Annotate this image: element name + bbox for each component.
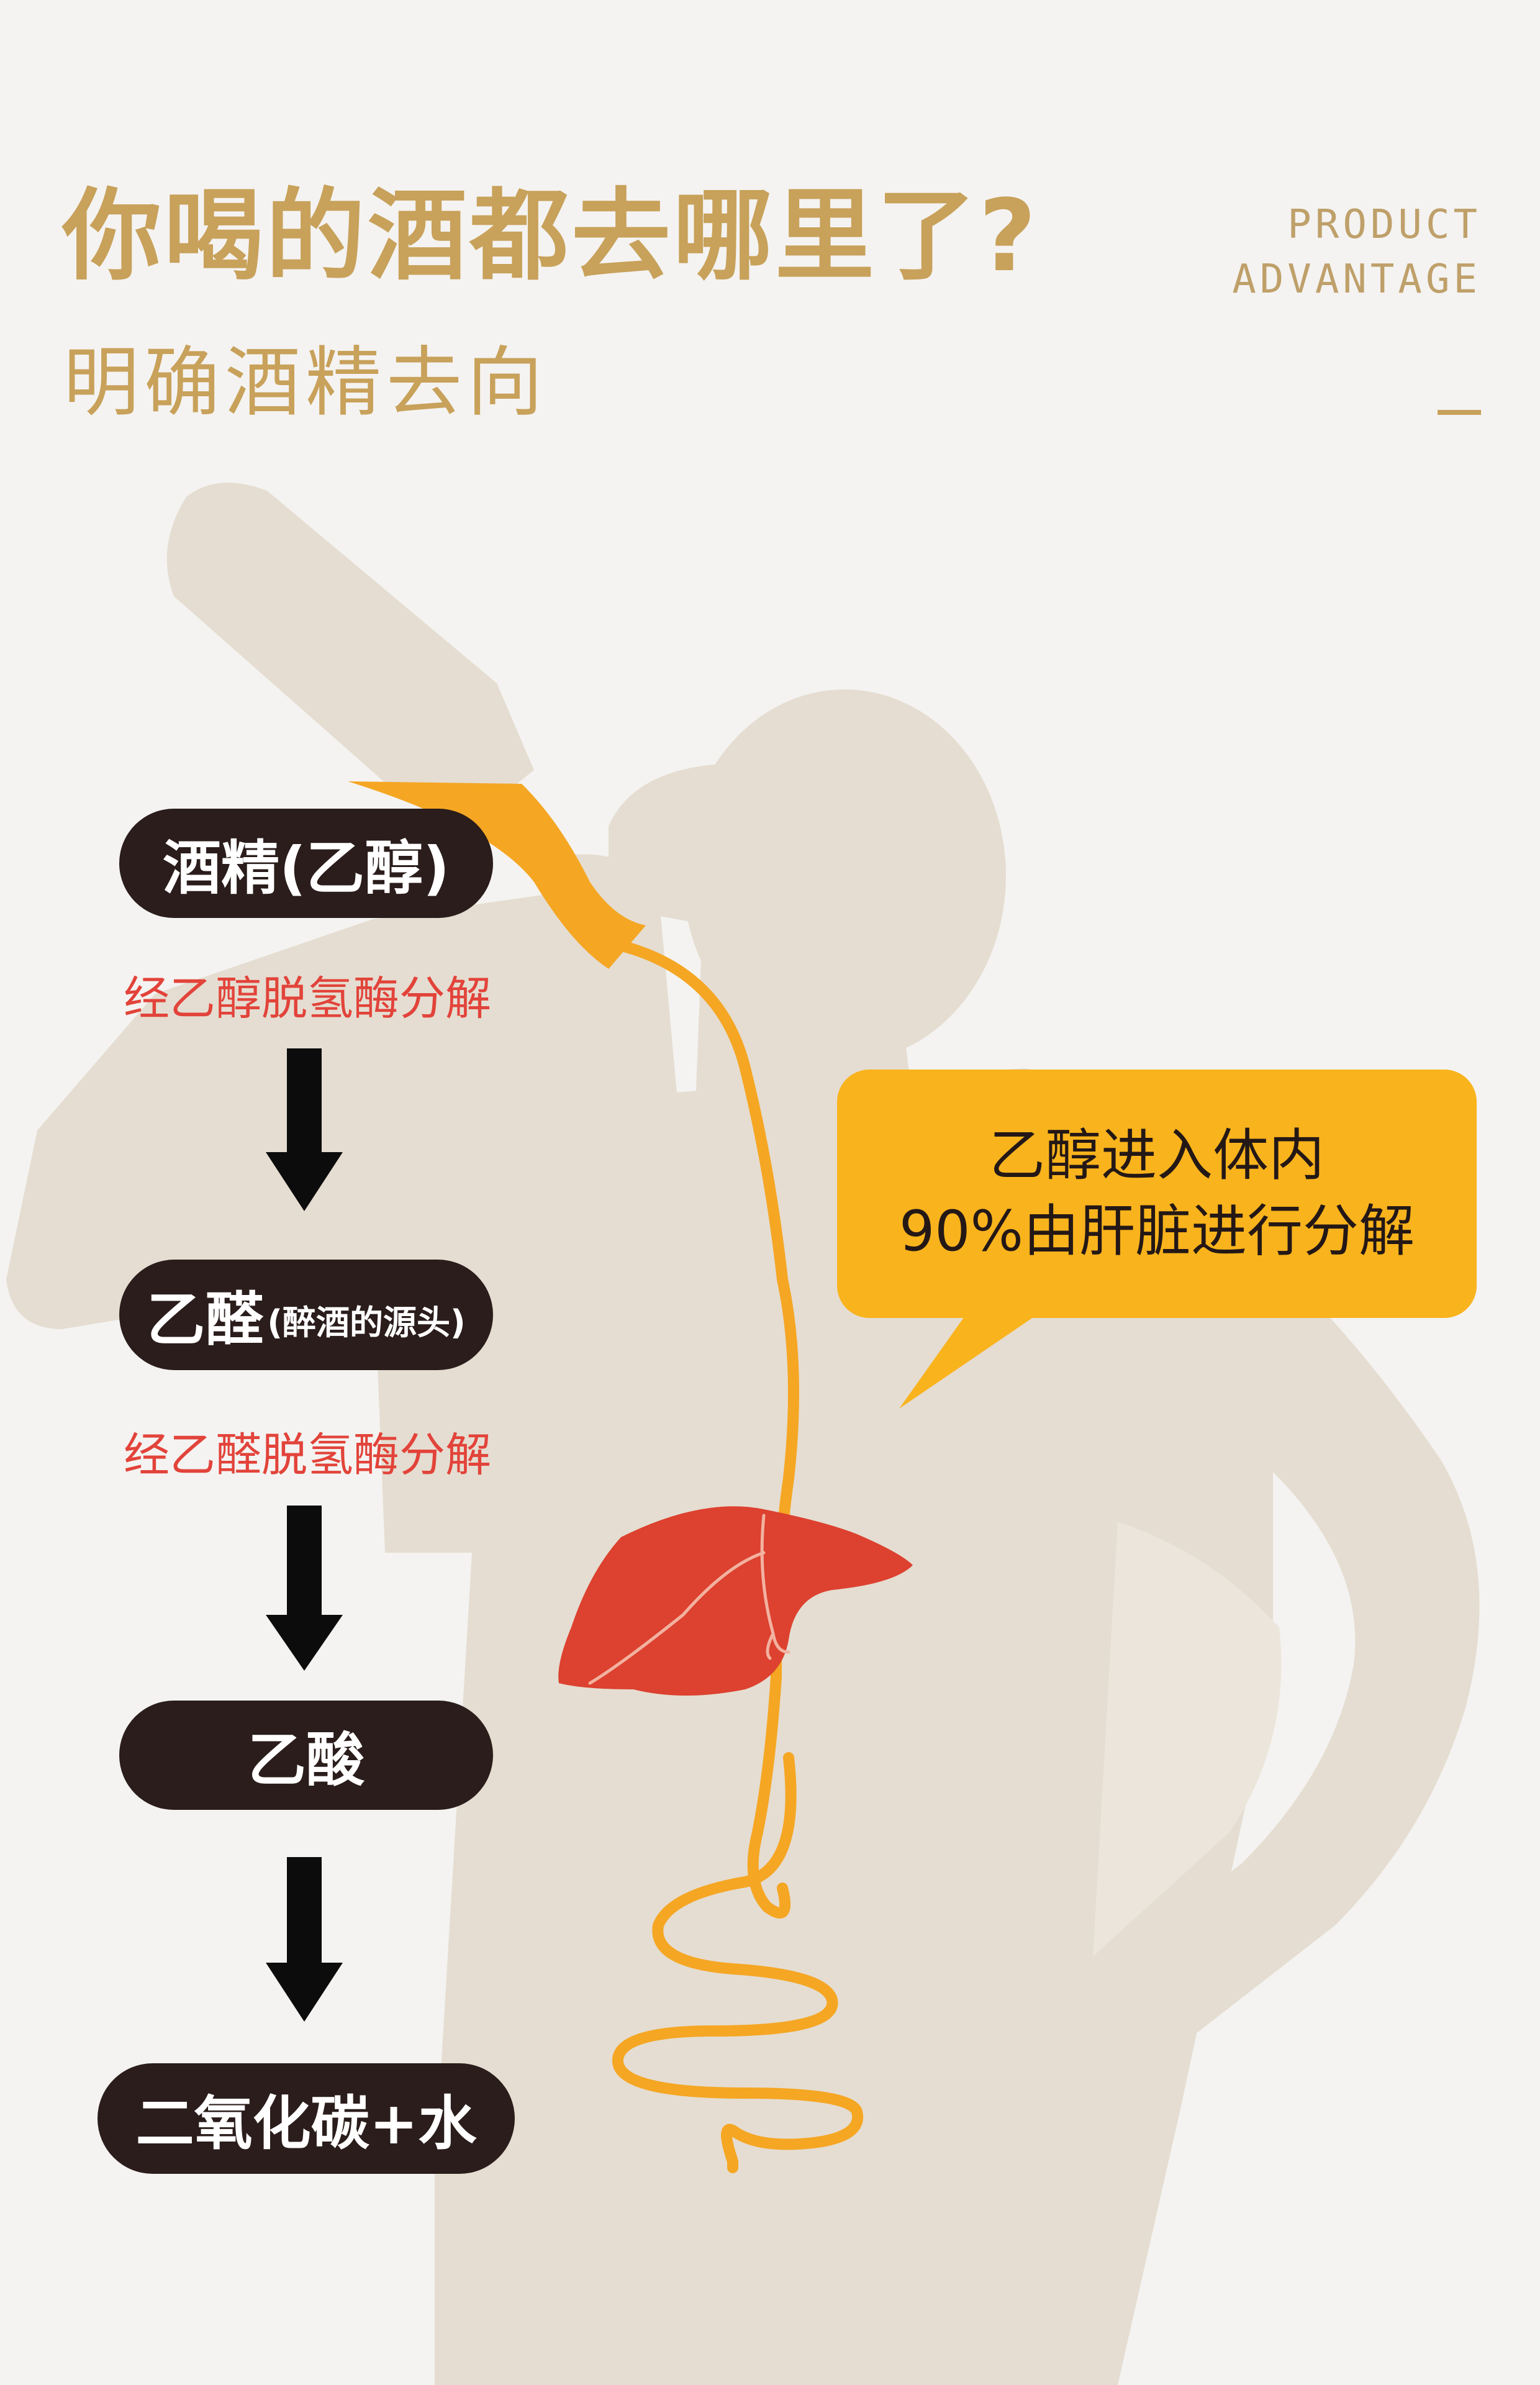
step-acetic-acid-label: 乙酸 bbox=[247, 1727, 365, 1794]
alcohol-stream bbox=[348, 781, 646, 969]
digestive-tract-line bbox=[609, 938, 799, 1919]
callout-tail bbox=[899, 1311, 1043, 1409]
intestine-coil bbox=[612, 1752, 864, 2173]
tag-divider bbox=[1438, 410, 1481, 415]
step-carbon-dioxide-water-label: 二氧化碳+水 bbox=[135, 2090, 477, 2158]
liver-callout: 乙醇进入体内 90%由肝脏进行分解 bbox=[837, 1070, 1477, 1318]
product-advantage-tag: PRODUCT ADVANTAGE bbox=[1232, 198, 1481, 307]
arrow-down-icon bbox=[266, 1506, 343, 1671]
enzyme-alcohol-dehydrogenase: 经乙醇脱氢酶分解 bbox=[124, 972, 491, 1025]
step-acetaldehyde-label: 乙醛 bbox=[147, 1286, 264, 1354]
step-ethanol-label: 酒精(乙醇) bbox=[163, 835, 450, 902]
callout-line2: 90%由肝脏进行分解 bbox=[899, 1199, 1415, 1264]
enzyme-aldehyde-dehydrogenase: 经乙醛脱氢酶分解 bbox=[124, 1429, 491, 1482]
silhouette-shading bbox=[1093, 1522, 1282, 1956]
step-acetaldehyde-note: (醉酒的源头) bbox=[267, 1303, 466, 1342]
step-acetic-acid: 乙酸 bbox=[119, 1701, 493, 1810]
arrow-down-icon bbox=[266, 1048, 343, 1211]
page-subtitle: 明确酒精去向 bbox=[63, 338, 548, 427]
liver-icon bbox=[558, 1506, 913, 1696]
tag-line-product: PRODUCT bbox=[1287, 202, 1481, 248]
person-silhouette bbox=[6, 483, 1480, 2385]
arrow-down-icon bbox=[266, 1857, 343, 2022]
page-title: 你喝的酒都去哪里了? bbox=[62, 178, 1039, 294]
callout-line1: 乙醇进入体内 bbox=[989, 1123, 1325, 1188]
tag-line-advantage: ADVANTAGE bbox=[1232, 257, 1481, 302]
step-acetaldehyde: 乙醛 (醉酒的源头) bbox=[119, 1260, 493, 1370]
step-ethanol: 酒精(乙醇) bbox=[119, 809, 493, 918]
step-carbon-dioxide-water: 二氧化碳+水 bbox=[97, 2063, 515, 2174]
